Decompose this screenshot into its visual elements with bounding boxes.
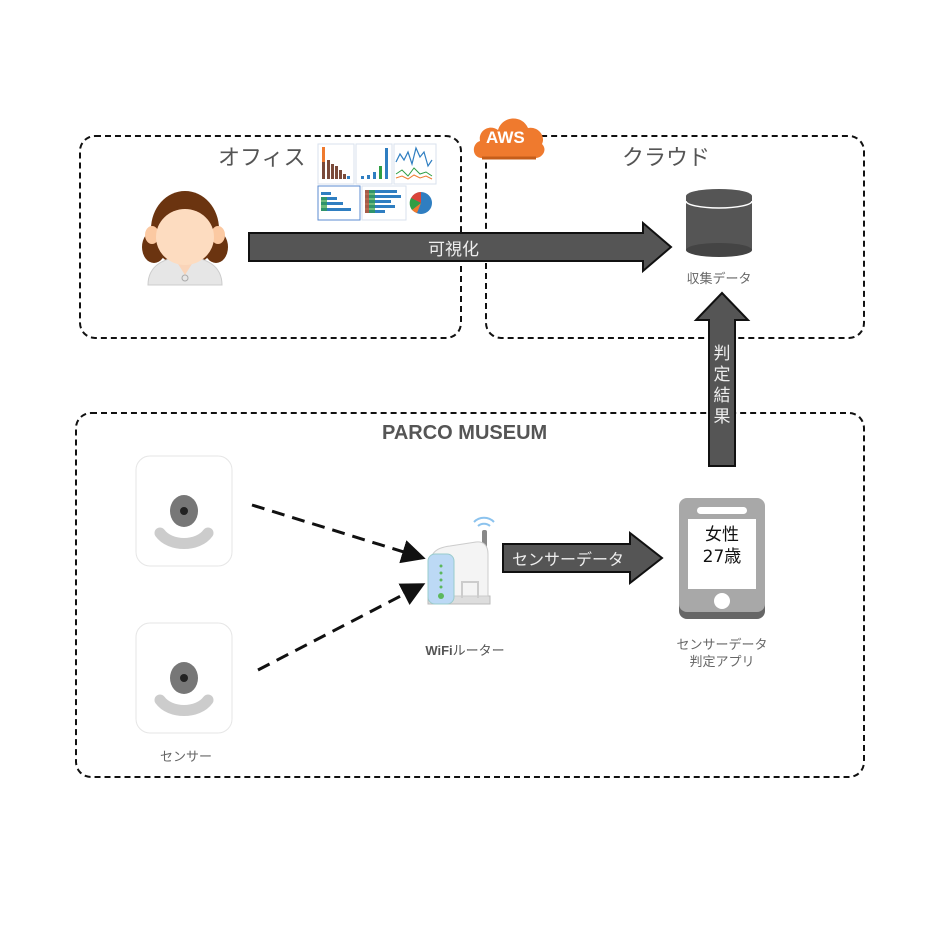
router-label-rest: ルーター: [452, 644, 505, 659]
sensor-icon: [135, 622, 233, 734]
visualize-arrow: [248, 220, 673, 274]
sensor2-to-router-line: [257, 583, 426, 672]
result-arrow-label: 判 定 結 果: [711, 344, 733, 428]
aws-cloud-icon: [473, 118, 545, 160]
sensor-data-arrow: [502, 530, 664, 586]
router-label-bold: WiFi: [425, 643, 453, 658]
result-char: 定: [713, 365, 731, 385]
smartphone-icon: [679, 498, 765, 619]
gender-result: 女性: [705, 525, 739, 545]
person-icon: [142, 191, 228, 286]
cloud-zone-title: クラウド: [622, 146, 711, 171]
app-label: センサーデータ 判定アプリ: [662, 637, 782, 671]
result-char: 判: [713, 344, 731, 364]
phone-screen-text: 女性 27歳: [688, 524, 756, 568]
dashboard-thumbnail: [317, 142, 445, 222]
age-result: 27歳: [702, 547, 742, 567]
app-label-line2: 判定アプリ: [689, 655, 755, 670]
sensor1-to-router-line: [251, 503, 426, 564]
wifi-router-icon: [427, 516, 495, 605]
result-char: 結: [713, 386, 731, 406]
sensor-label: センサー: [159, 750, 212, 765]
sensor-data-arrow-label: センサーデータ: [512, 550, 625, 569]
router-label: WiFiルーター: [410, 640, 520, 659]
database-icon: [685, 189, 753, 257]
result-char: 果: [713, 407, 731, 427]
visualize-arrow-label: 可視化: [428, 240, 479, 260]
aws-badge-label: AWS: [486, 128, 525, 147]
database-label: 収集データ: [686, 272, 752, 287]
app-label-line1: センサーデータ: [676, 638, 768, 653]
office-zone-title: オフィス: [218, 146, 306, 171]
result-arrow: [693, 291, 751, 467]
museum-zone-title: PARCO MUSEUM: [382, 422, 548, 444]
museum-zone: [75, 412, 865, 778]
sensor-icon: [135, 455, 233, 567]
